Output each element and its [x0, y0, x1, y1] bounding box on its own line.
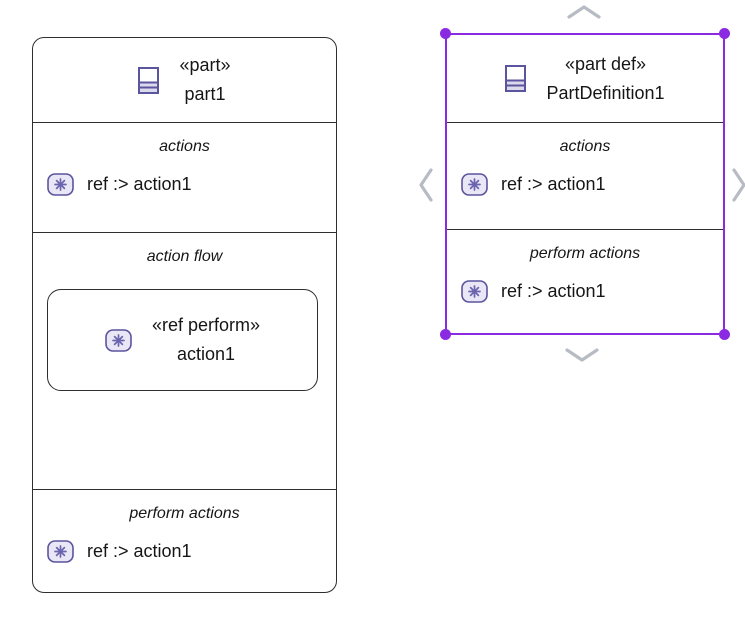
action-item-ref-action1[interactable]: ref :> action1	[33, 173, 336, 196]
compartment-label: actions	[159, 138, 210, 155]
part1-compartment-perform-actions[interactable]: perform actions ref :> action1	[33, 489, 336, 592]
part1-compartment-actions[interactable]: actions ref :> action1	[33, 122, 336, 232]
part1-name: part1	[184, 84, 226, 104]
partdef-name: PartDefinition1	[546, 82, 665, 103]
ref-perform-stereotype: «ref perform»	[151, 315, 261, 335]
action-item-ref-action1[interactable]: ref :> action1	[33, 540, 336, 563]
action-item-label: ref :> action1	[501, 174, 606, 194]
chevron-down-icon[interactable]	[564, 347, 600, 363]
resize-handle-top-right[interactable]	[719, 28, 730, 39]
action-item-label: ref :> action1	[501, 281, 606, 301]
compartment-label: action flow	[146, 248, 223, 265]
action-item-label: ref :> action1	[87, 541, 192, 561]
chevron-left-icon[interactable]	[418, 167, 434, 203]
action-icon	[105, 328, 132, 352]
part-def-icon	[505, 65, 527, 92]
action-icon	[47, 540, 74, 563]
partdef-stereotype: «part def»	[564, 53, 647, 74]
partdef-header[interactable]: «part def» PartDefinition1	[447, 35, 723, 122]
resize-handle-bottom-right[interactable]	[719, 329, 730, 340]
part-def-node-partdefinition1[interactable]: «part def» PartDefinition1 actions	[440, 28, 730, 340]
part1-stereotype: «part»	[179, 55, 231, 75]
action-icon	[461, 173, 488, 196]
partdef-compartment-perform-actions[interactable]: perform actions ref :> action1	[447, 229, 723, 333]
resize-handle-top-left[interactable]	[440, 28, 451, 39]
action-item-ref-action1[interactable]: ref :> action1	[447, 280, 723, 303]
compartment-label: perform actions	[129, 505, 240, 522]
part-node-part1[interactable]: «part» part1 actions	[32, 37, 337, 593]
partdef-compartment-actions[interactable]: actions ref :> action1	[447, 122, 723, 229]
action-icon	[47, 173, 74, 196]
action-icon	[461, 280, 488, 303]
chevron-right-icon[interactable]	[731, 167, 745, 203]
action-item-ref-action1[interactable]: ref :> action1	[447, 173, 723, 196]
compartment-label: actions	[559, 138, 611, 155]
compartment-label: perform actions	[529, 245, 641, 262]
part-icon	[138, 66, 160, 94]
resize-handle-bottom-left[interactable]	[440, 329, 451, 340]
ref-perform-action-node[interactable]: «ref perform» action1	[47, 289, 318, 391]
part1-compartment-action-flow[interactable]: action flow «ref perform»	[33, 232, 336, 489]
ref-perform-name: action1	[176, 344, 236, 364]
chevron-up-icon[interactable]	[566, 4, 602, 20]
action-item-label: ref :> action1	[87, 174, 192, 194]
part1-header[interactable]: «part» part1	[33, 38, 336, 122]
